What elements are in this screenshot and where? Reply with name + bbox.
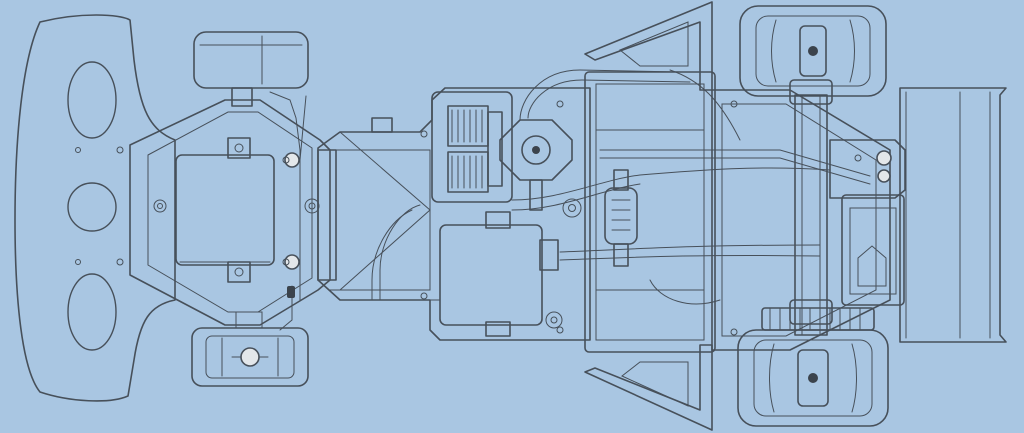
rear-right-wheel [737,329,889,427]
steering-linkage [269,91,307,331]
engine-block [431,91,513,203]
rear-chassis-bracket-bottom [584,344,713,431]
rear-wing [899,87,1007,343]
rear-battery-box [841,194,905,306]
fuel-tank [562,71,716,353]
front-left-tire [193,31,309,107]
fasteners [282,100,738,336]
rear-chassis-bracket-top [584,1,713,91]
rear-left-wheel [739,5,887,97]
fuel-lines [371,69,871,305]
front-servo [175,137,275,283]
rear-axle [789,79,833,336]
rear-motor-mount [829,139,906,199]
clutch-pulley [499,119,573,211]
front-bumper-plate [14,14,176,402]
front-right-wheel [191,311,309,387]
receiver-box [439,211,563,337]
